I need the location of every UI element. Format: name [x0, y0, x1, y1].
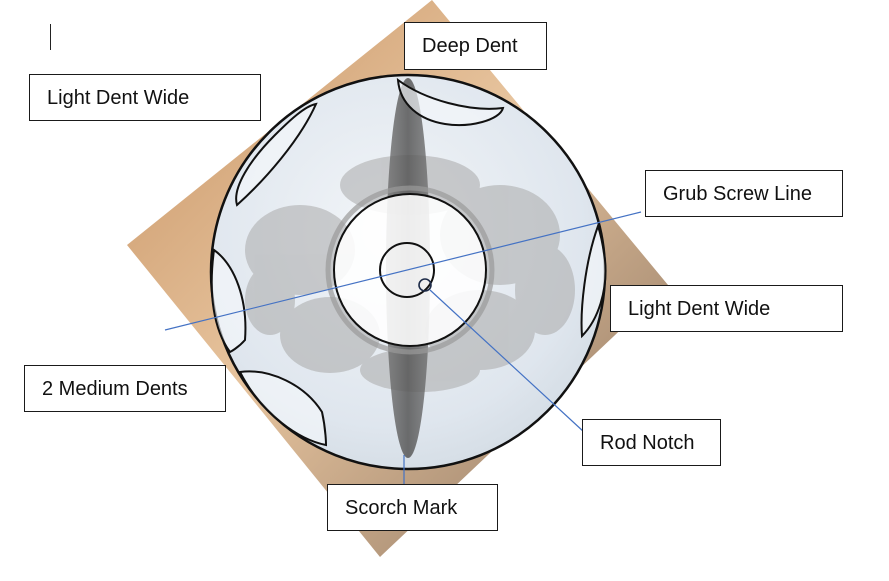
- callout-lines: [164, 211, 642, 484]
- two-medium-dents-label: 2 Medium Dents: [24, 365, 226, 412]
- hub: [333, 193, 487, 347]
- grub-screw-line-label: Grub Screw Line: [645, 170, 843, 217]
- light-dent-wide-left-shape: [235, 102, 318, 207]
- medium-dent-lower-shape: [238, 370, 328, 447]
- medium-dent-left-shape: [210, 248, 247, 354]
- light-dent-wide-right-label: Light Dent Wide: [610, 285, 843, 332]
- scorch-mark-label: Scorch Mark: [327, 484, 498, 531]
- deep-dent-label: Deep Dent: [404, 22, 547, 70]
- rod-notch-label: Rod Notch: [582, 419, 721, 466]
- rod-notch-mark: [418, 278, 432, 292]
- grub-screw-line: [164, 211, 642, 331]
- light-dent-wide-right-shape: [580, 222, 607, 339]
- center-bore: [379, 242, 435, 298]
- text-cursor-icon: [50, 24, 51, 50]
- dents: [210, 77, 607, 447]
- rod-notch-leader: [429, 289, 585, 433]
- hub-ring: [325, 185, 495, 355]
- light-dent-wide-left-label: Light Dent Wide: [29, 74, 261, 121]
- deep-dent-shape: [396, 77, 505, 126]
